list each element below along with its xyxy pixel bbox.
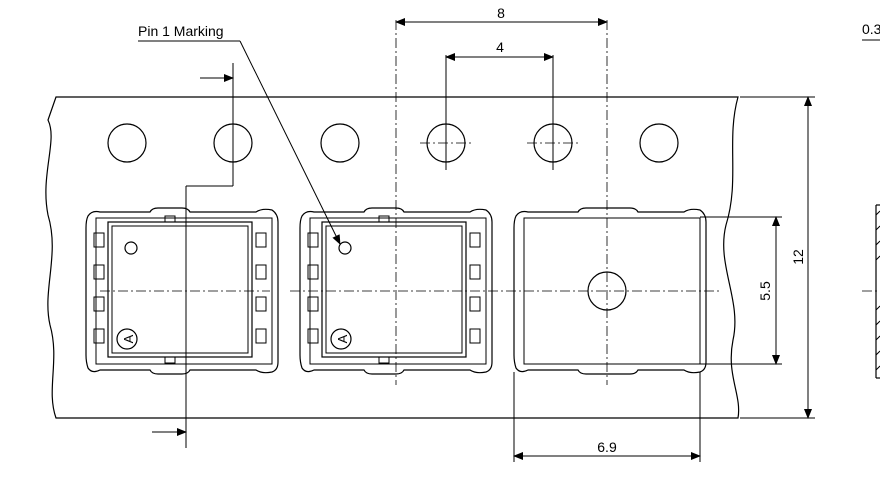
sprocket-centerlines xyxy=(420,55,579,170)
svg-text:4: 4 xyxy=(496,39,504,55)
marking-circle xyxy=(116,328,138,350)
pin1-dot xyxy=(338,241,352,255)
svg-text:Pin 1 Marking: Pin 1 Marking xyxy=(138,23,224,39)
svg-text:0.3: 0.3 xyxy=(862,21,880,37)
svg-text:12: 12 xyxy=(790,249,806,265)
dimension-pocket-width: 6.9 xyxy=(513,372,701,462)
sprocket-hole xyxy=(639,123,679,163)
svg-text:6.9: 6.9 xyxy=(597,439,617,455)
pin1-dot xyxy=(124,241,138,255)
dimension-sprocket-pitch: 4 xyxy=(445,39,554,61)
dimension-pocket-pitch: 8 xyxy=(395,5,608,26)
sprocket-hole xyxy=(107,123,147,163)
sprocket-hole xyxy=(320,123,360,163)
pin1-callout: Pin 1 Marking xyxy=(138,23,341,245)
section-cut-line xyxy=(152,63,234,448)
dimension-tape-width: 12 xyxy=(740,96,815,419)
svg-text:8: 8 xyxy=(497,5,505,21)
svg-text:5.5: 5.5 xyxy=(757,281,773,301)
pocket-1: A xyxy=(85,207,279,375)
marking-letter: A xyxy=(121,334,136,343)
dimension-hole-offset: 5.5 xyxy=(700,216,782,365)
sprocket-holes xyxy=(107,123,679,163)
marking-letter: A xyxy=(335,334,350,343)
pocket-2: A xyxy=(299,207,493,375)
side-view-partial: 0.3 xyxy=(862,21,880,379)
carrier-tape xyxy=(45,96,740,419)
marking-circle xyxy=(330,328,352,350)
